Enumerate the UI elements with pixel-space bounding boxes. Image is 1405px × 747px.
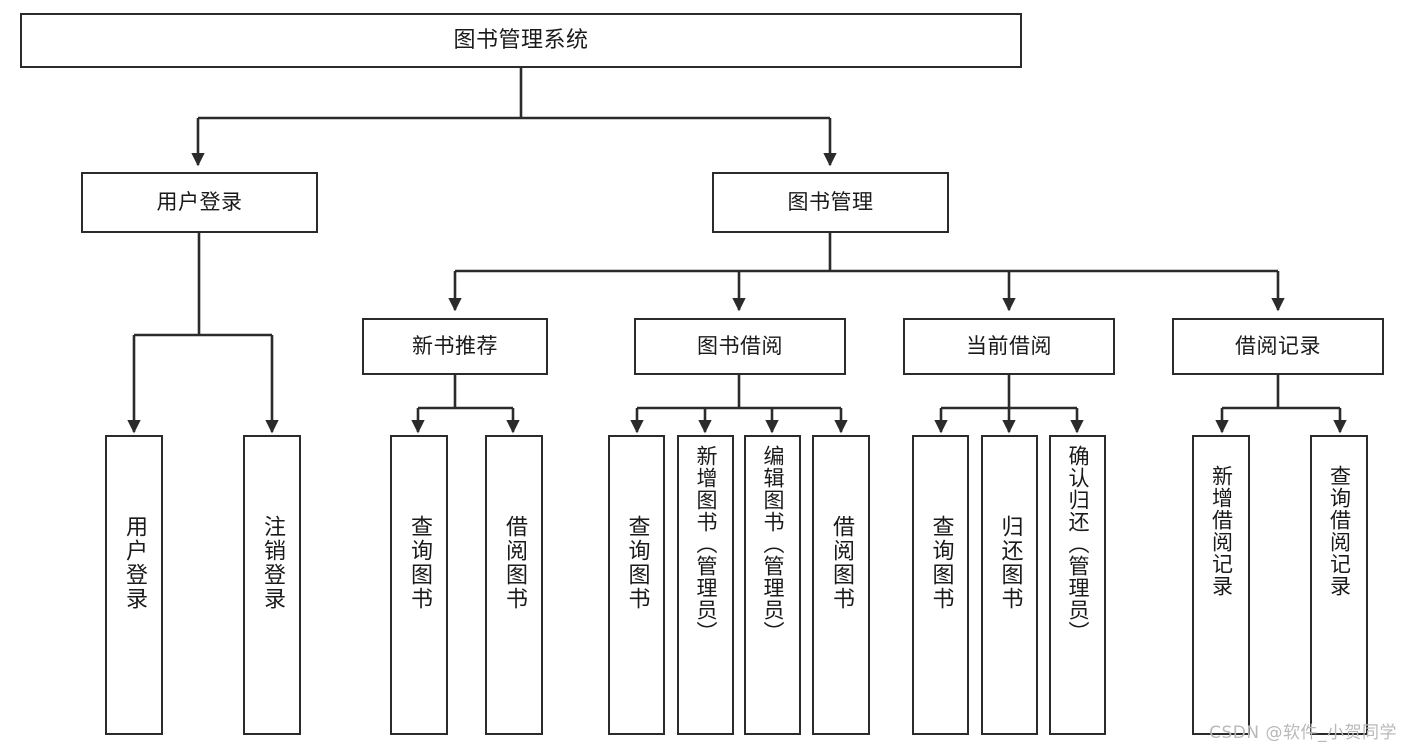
node-book-manage[interactable]: 图书管理 <box>712 172 949 233</box>
leaf-add-record-label: 新增借阅记录 <box>1209 465 1234 597</box>
leaf-query-record-label: 查询借阅记录 <box>1327 465 1352 597</box>
node-book-borrow-label: 图书借阅 <box>697 334 783 359</box>
node-new-book-rec-label: 新书推荐 <box>412 334 498 359</box>
leaf-borrow-book-2-label: 借阅图书 <box>829 515 854 611</box>
leaf-logout[interactable]: 注销登录 <box>243 435 301 735</box>
node-root[interactable]: 图书管理系统 <box>20 13 1022 68</box>
leaf-return-book[interactable]: 归还图书 <box>981 435 1038 735</box>
leaf-return-book-label: 归还图书 <box>997 515 1023 611</box>
leaf-confirm-return[interactable]: 确认归还（管理员） <box>1049 435 1106 735</box>
leaf-borrow-book-1-label: 借阅图书 <box>502 515 527 611</box>
node-current-borrow[interactable]: 当前借阅 <box>903 318 1115 375</box>
leaf-user-login-label: 用户登录 <box>122 515 147 611</box>
node-borrow-record-label: 借阅记录 <box>1235 334 1321 359</box>
leaf-query-book-1[interactable]: 查询图书 <box>390 435 448 735</box>
leaf-edit-book-label: 编辑图书（管理员） <box>761 445 785 643</box>
watermark-text: CSDN @软件_小贺同学 <box>1209 723 1397 743</box>
leaf-add-record[interactable]: 新增借阅记录 <box>1192 435 1250 735</box>
leaf-logout-label: 注销登录 <box>260 515 285 611</box>
leaf-user-login[interactable]: 用户登录 <box>105 435 163 735</box>
leaf-confirm-return-label: 确认归还（管理员） <box>1066 445 1090 643</box>
leaf-borrow-book-1[interactable]: 借阅图书 <box>485 435 543 735</box>
node-root-label: 图书管理系统 <box>453 27 589 53</box>
node-book-manage-label: 图书管理 <box>787 190 874 215</box>
node-current-borrow-label: 当前借阅 <box>966 334 1052 359</box>
leaf-query-book-2-label: 查询图书 <box>624 515 650 611</box>
leaf-query-book-1-label: 查询图书 <box>407 515 432 611</box>
leaf-query-book-3-label: 查询图书 <box>928 515 954 611</box>
leaf-add-book[interactable]: 新增图书（管理员） <box>677 435 734 735</box>
node-new-book-rec[interactable]: 新书推荐 <box>362 318 548 375</box>
node-borrow-record[interactable]: 借阅记录 <box>1172 318 1384 375</box>
leaf-query-record[interactable]: 查询借阅记录 <box>1310 435 1368 735</box>
leaf-edit-book[interactable]: 编辑图书（管理员） <box>744 435 801 735</box>
node-book-borrow[interactable]: 图书借阅 <box>634 318 846 375</box>
leaf-query-book-3[interactable]: 查询图书 <box>912 435 969 735</box>
leaf-borrow-book-2[interactable]: 借阅图书 <box>812 435 870 735</box>
leaf-query-book-2[interactable]: 查询图书 <box>608 435 665 735</box>
node-user-login-label: 用户登录 <box>156 190 243 215</box>
leaf-add-book-label: 新增图书（管理员） <box>694 445 718 643</box>
node-user-login[interactable]: 用户登录 <box>81 172 318 233</box>
